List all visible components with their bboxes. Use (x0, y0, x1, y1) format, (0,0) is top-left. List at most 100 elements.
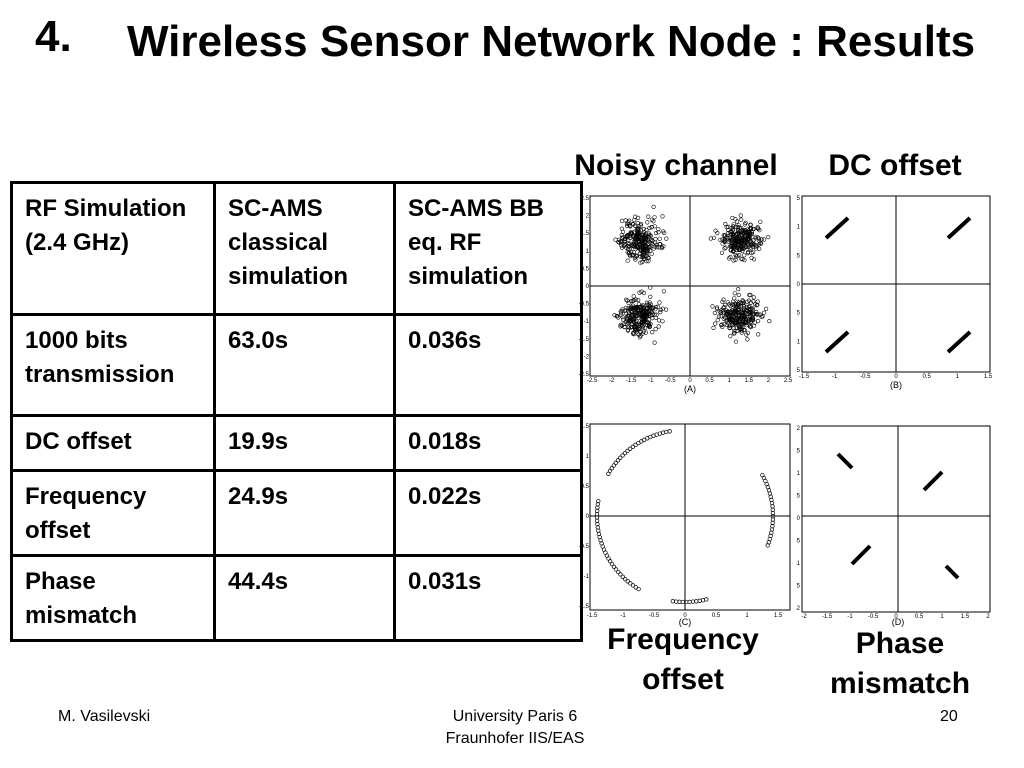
sample-point (625, 243, 630, 249)
sample-point (653, 230, 659, 236)
sample-point (728, 254, 733, 260)
x-tick-label: -2 (609, 378, 615, 384)
sample-point (630, 317, 635, 322)
x-tick-label: 0.5 (705, 378, 714, 384)
sample-point (641, 256, 647, 262)
sample-point (619, 218, 625, 224)
sample-point (634, 305, 639, 310)
sample-point (633, 233, 639, 238)
y-tick-label: 2.5 (581, 196, 590, 202)
sample-point (754, 246, 759, 251)
sample-point (740, 324, 745, 329)
arc-point (618, 455, 623, 460)
sample-point (625, 232, 630, 238)
table-row: Frequency offset 24.9s 0.022s (10, 469, 583, 557)
sample-point (743, 228, 748, 233)
plot-frame (801, 425, 991, 613)
sample-point (651, 246, 656, 251)
sample-point (636, 227, 641, 233)
sample-point (737, 313, 742, 318)
x-tick-label: 1 (745, 613, 749, 619)
sample-point (643, 330, 648, 335)
sample-point (630, 252, 636, 257)
x-tick-label: 1 (728, 378, 732, 384)
sample-point (737, 247, 742, 252)
table-cell-bb: 0.036s (393, 313, 583, 417)
sample-point (655, 304, 660, 309)
sample-point (612, 313, 617, 318)
sample-point (758, 240, 763, 246)
sample-point (708, 236, 713, 241)
sample-point (742, 327, 747, 333)
sample-point (649, 217, 654, 222)
sample-point (626, 300, 631, 306)
table-header-cell: SC-AMS BB eq. RF simulation (393, 181, 583, 316)
sample-point (748, 309, 753, 315)
sample-point (716, 314, 722, 319)
sample-point (752, 320, 757, 325)
sample-point (647, 225, 652, 231)
sample-point (734, 321, 739, 326)
arc-point (620, 574, 625, 579)
plot-d-phase-mismatch: -2-1.5-1-0.500.511.52 21.510.50-0.5-1-1.… (796, 425, 991, 627)
sample-point (740, 231, 745, 236)
sample-point (745, 242, 751, 248)
sample-point (736, 223, 741, 228)
sample-point (754, 303, 759, 308)
sample-point (722, 304, 727, 310)
y-tick-label: 1 (797, 471, 801, 477)
sample-point (648, 244, 653, 249)
sample-point (649, 313, 654, 318)
sample-point (656, 230, 661, 235)
sample-point (650, 238, 655, 243)
x-tick-label: -2.5 (587, 378, 598, 384)
sample-point (757, 236, 762, 241)
sample-point (624, 317, 630, 322)
sample-point (721, 310, 726, 315)
sample-point (657, 241, 662, 247)
arc-point (616, 569, 621, 575)
sample-point (640, 236, 645, 241)
x-tick-label: 2.5 (784, 378, 793, 384)
sample-point (748, 306, 753, 311)
sample-point (635, 307, 640, 313)
sample-point (715, 318, 720, 323)
sample-point (620, 309, 625, 314)
sample-point (733, 236, 738, 241)
sample-point (746, 232, 751, 238)
sample-point (721, 305, 726, 310)
sample-point (757, 238, 762, 244)
sample-point (728, 244, 733, 249)
table-cell-classical: 63.0s (213, 313, 396, 417)
sample-point (734, 319, 739, 324)
y-tick-label: -2 (796, 606, 801, 612)
plot-label: (A) (684, 384, 696, 394)
sample-point (630, 317, 635, 322)
sample-point (724, 322, 729, 327)
sample-point (730, 313, 735, 318)
sample-point (737, 327, 742, 332)
y-tick-label: 1 (797, 225, 801, 231)
sample-point (727, 235, 733, 240)
sample-point (637, 234, 643, 239)
sample-point (650, 330, 655, 335)
sample-point (751, 299, 756, 304)
sample-point (757, 246, 762, 251)
sample-point (734, 234, 740, 240)
sample-point (734, 325, 739, 330)
sample-point (730, 238, 735, 243)
sample-point (732, 291, 737, 296)
sample-point (744, 323, 749, 328)
table-cell-label: Phase mismatch (10, 554, 216, 642)
sample-point (754, 311, 759, 317)
y-tick-label: -1 (796, 561, 801, 567)
header-text: RF Simulation (25, 195, 187, 222)
sample-point (759, 314, 764, 319)
sample-point (743, 220, 748, 226)
y-tick-label: 0.5 (581, 266, 590, 272)
sample-point (762, 310, 767, 315)
sample-point (625, 221, 630, 227)
sample-point (659, 245, 664, 251)
x-tick-label: 0.5 (915, 614, 924, 620)
x-tick-label: -1.5 (799, 374, 810, 380)
